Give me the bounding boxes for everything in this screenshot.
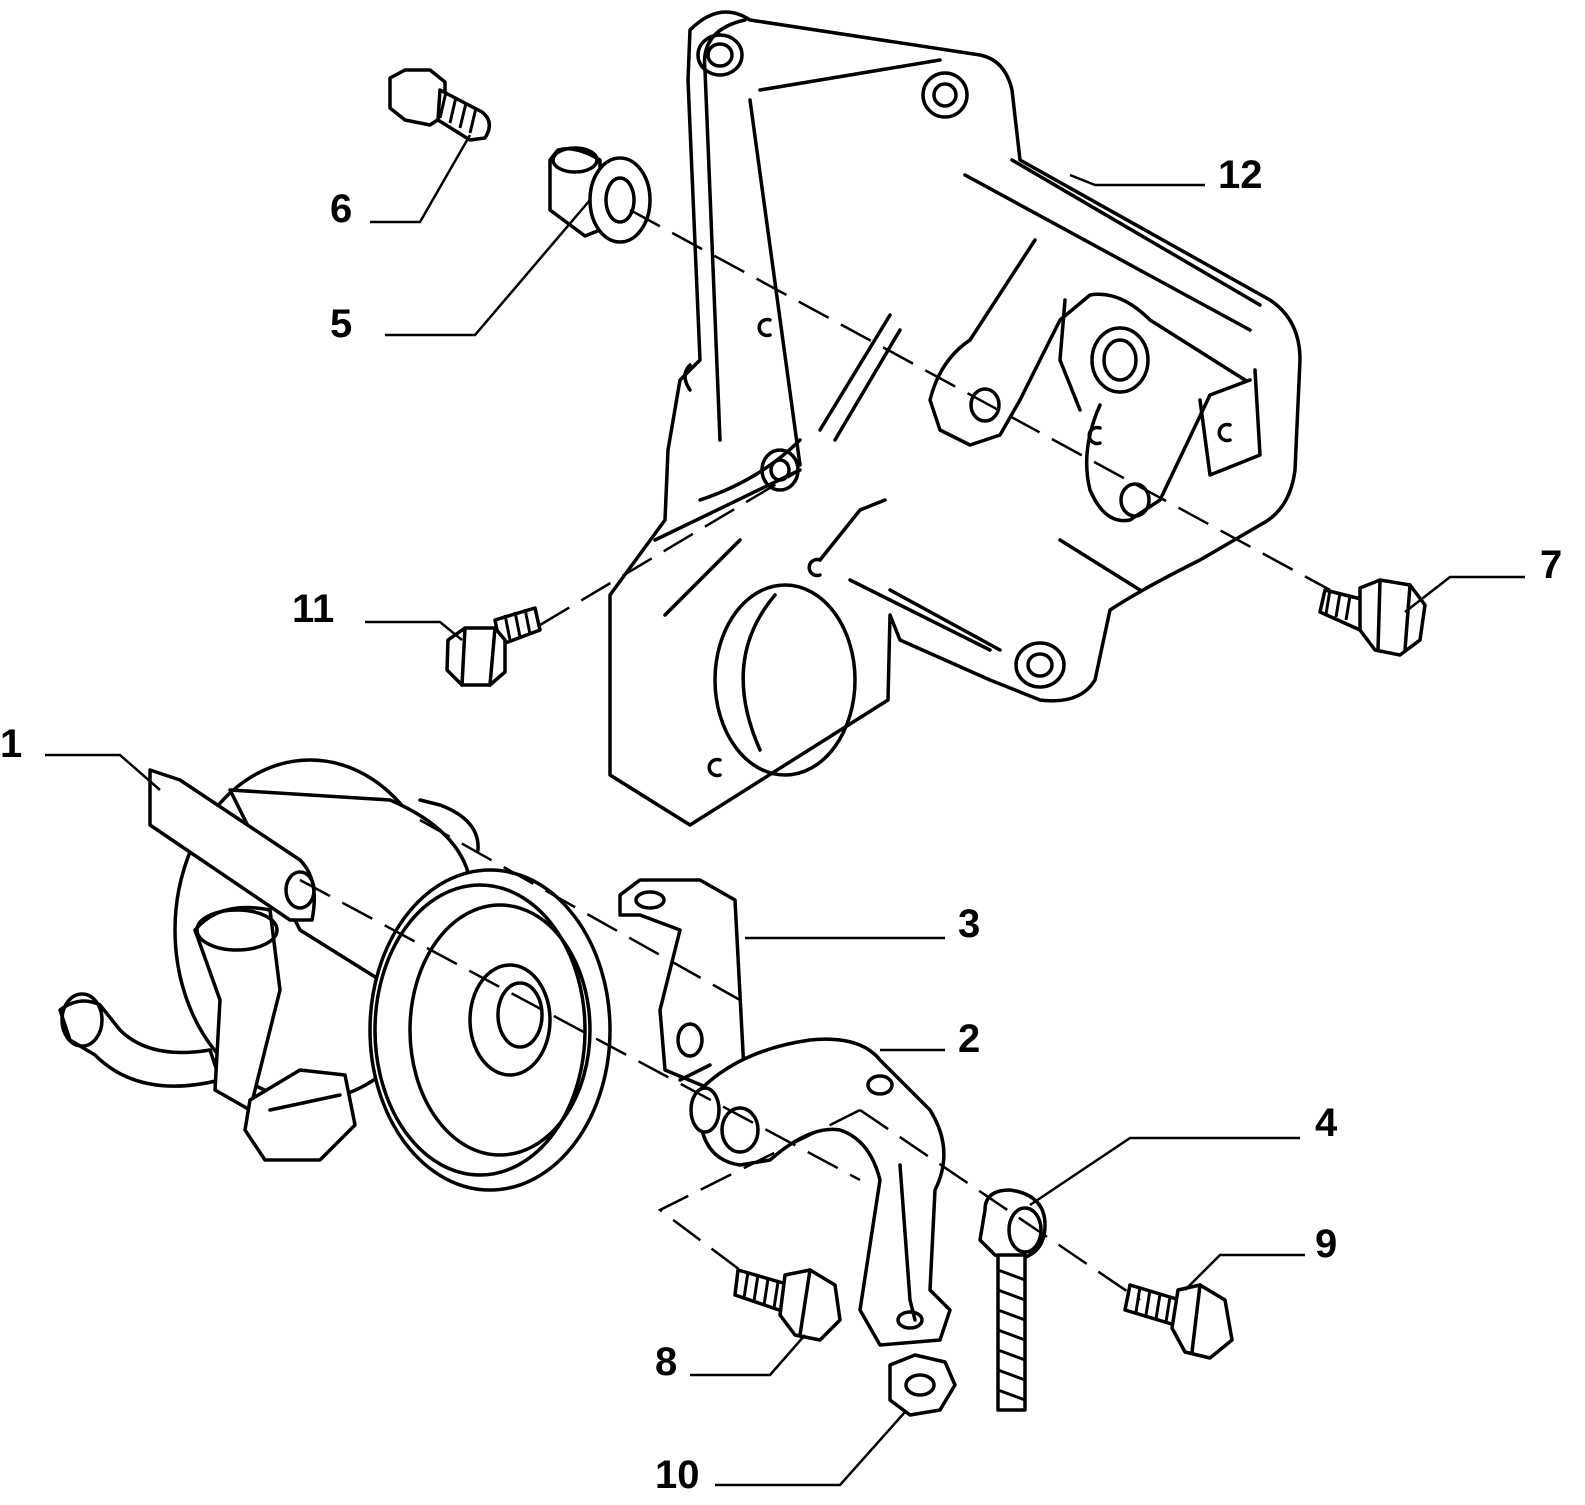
- adjuster-bolt: [978, 1188, 1047, 1412]
- callout-9: 9: [1315, 1222, 1337, 1266]
- callout-7: 7: [1540, 543, 1562, 587]
- support-plate: [618, 878, 747, 1097]
- callout-11: 11: [292, 587, 334, 631]
- power-steering-pump: [58, 758, 612, 1192]
- clamp-bracket: [689, 1037, 952, 1347]
- bolt-6: [388, 68, 492, 142]
- bolt-8: [733, 1268, 842, 1342]
- leader-lines: [45, 134, 1525, 1487]
- mounting-bracket: [608, 10, 1302, 827]
- callout-5: 5: [330, 302, 352, 346]
- callout-12: 12: [1218, 153, 1263, 197]
- callout-8: 8: [655, 1340, 677, 1384]
- callout-1: 1: [0, 722, 22, 766]
- callout-10: 10: [655, 1453, 700, 1497]
- callout-3: 3: [958, 902, 980, 946]
- bolt-7: [1318, 578, 1427, 657]
- callout-labels: 1 2 3 4 5 6 7 8 9 10 11 12: [0, 153, 1562, 1497]
- bolt-9: [1123, 1283, 1234, 1360]
- bolt-11: [445, 606, 542, 687]
- callout-6: 6: [330, 187, 352, 231]
- callout-2: 2: [958, 1017, 980, 1061]
- callout-4: 4: [1315, 1101, 1338, 1145]
- assembly-axes: [299, 208, 1331, 1302]
- nut-10: [888, 1353, 957, 1417]
